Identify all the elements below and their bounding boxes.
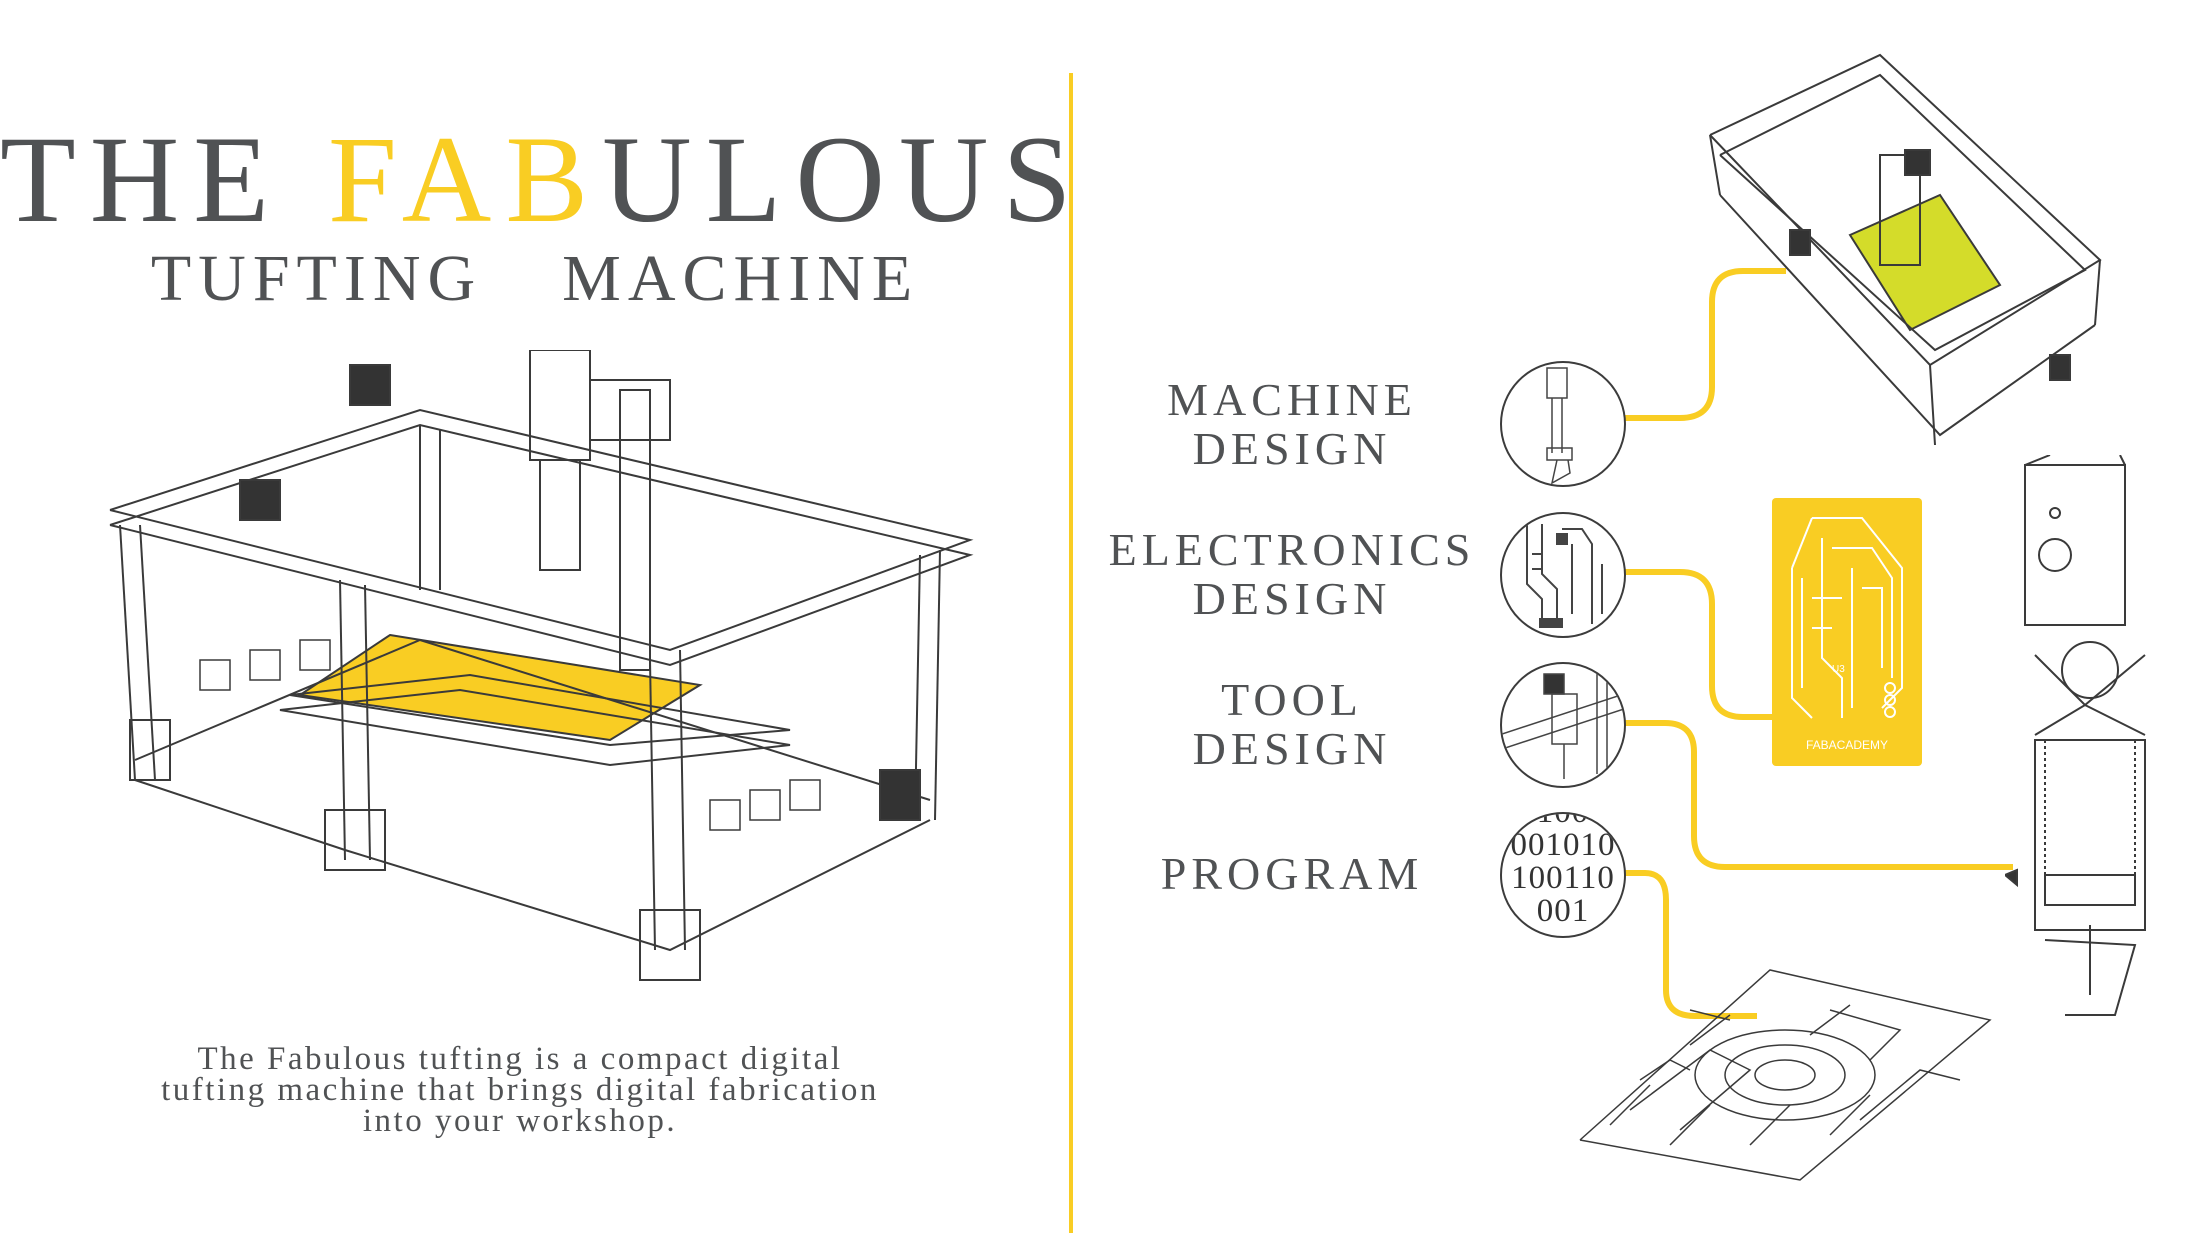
binary-line: 100110 [1511, 860, 1615, 896]
section-machine-design: MACHINE DESIGN [1082, 375, 1502, 473]
needle-icon [1500, 361, 1626, 487]
title-highlight: FAB [328, 111, 603, 248]
section-label: ELECTRONICS [1108, 524, 1476, 575]
tool-head-icon [1500, 662, 1626, 788]
subtitle-word: MACHINE [562, 242, 920, 315]
description: The Fabulous tufting is a compact digita… [60, 1041, 980, 1139]
connector-tool [1624, 720, 2013, 870]
title-part: ULOUS [602, 111, 1086, 248]
title-part: THE [0, 111, 329, 248]
pcb-board: U3 FABACADEMY [1772, 498, 1922, 766]
fabacademy-logo: FABACADEMY [1805, 738, 1889, 752]
binary-line: 001 [1536, 893, 1590, 929]
section-label: TOOL [1221, 674, 1363, 725]
binary-line: 100 [1536, 812, 1590, 830]
connector-electronics [1624, 569, 1772, 720]
section-label: DESIGN [1192, 423, 1392, 474]
page-title: THE FABULOUS [0, 118, 1071, 242]
binary-line: 001010 [1510, 827, 1616, 863]
description-line: The Fabulous tufting is a compact digita… [197, 1041, 843, 1077]
bed-green [1848, 193, 2002, 332]
tufting-pattern-illustration [1579, 969, 1992, 1181]
subtitle-word: TUFTING [150, 242, 483, 315]
section-electronics-design: ELECTRONICS DESIGN [1082, 525, 1502, 623]
section-label: DESIGN [1192, 573, 1392, 624]
circuit-icon [1500, 512, 1626, 638]
section-label: PROGRAM [1160, 848, 1424, 899]
binary-text: 100 001010 100110 001 [1502, 812, 1624, 929]
section-label: DESIGN [1192, 723, 1392, 774]
pcb-component-label: U3 [1832, 664, 1845, 675]
section-label: MACHINE [1167, 374, 1417, 425]
section-tool-design: TOOL DESIGN [1082, 675, 1502, 773]
binary-icon: 100 001010 100110 001 [1500, 812, 1626, 938]
divider [1069, 73, 1073, 1233]
connector-program [1624, 870, 1757, 1019]
description-line: into your workshop. [362, 1103, 678, 1139]
connector-machine [1624, 268, 1786, 421]
section-program: PROGRAM [1082, 849, 1502, 898]
machine-illustration [109, 350, 974, 981]
description-line: tufting machine that brings digital fabr… [161, 1072, 879, 1108]
machine-top-view-illustration [1709, 53, 2102, 446]
tool-head-illustration [2005, 455, 2146, 1016]
